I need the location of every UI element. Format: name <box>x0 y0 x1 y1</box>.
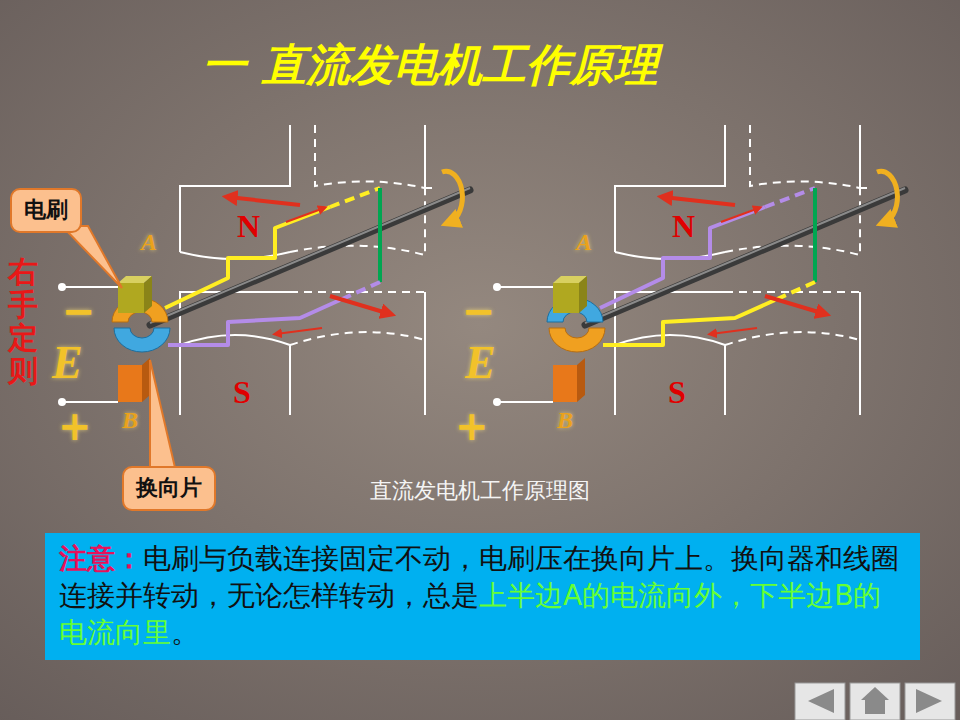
rotation-arrow <box>877 171 897 222</box>
coil-side <box>765 188 815 207</box>
south-pole-outline <box>180 292 290 415</box>
north-pole-hidden <box>725 188 860 255</box>
armature-coil <box>600 188 815 345</box>
pole-label: S <box>668 376 686 408</box>
south-pole-outline <box>424 292 426 415</box>
polarity-sign: − <box>462 291 496 331</box>
commutator-segment <box>549 328 605 352</box>
load-wire <box>62 401 118 403</box>
current-arrow <box>286 208 324 222</box>
brush <box>118 365 142 402</box>
current-arrow <box>721 208 759 222</box>
polarity-sign: − <box>62 291 96 331</box>
next-icon <box>916 689 942 713</box>
callout-box: 换向片 <box>122 466 216 511</box>
shaft <box>150 190 470 325</box>
current-arrow <box>276 328 322 334</box>
brush-label: A <box>576 230 592 254</box>
coil-side <box>165 207 330 308</box>
brush-side <box>577 358 585 402</box>
figure-caption: 直流发电机工作原理图 <box>280 476 680 506</box>
nav-button <box>795 683 845 720</box>
commutator-segment <box>114 328 170 352</box>
terminal <box>58 398 66 406</box>
south-pole-hidden <box>725 332 860 345</box>
coil-side <box>600 207 765 308</box>
force-arrow <box>765 296 825 314</box>
force-arrows <box>663 197 825 334</box>
brush-side <box>579 276 587 313</box>
force-arrows <box>228 197 390 334</box>
terminal <box>493 283 501 291</box>
emf-symbol: E <box>52 340 83 386</box>
load-wire <box>497 401 553 403</box>
polarity-sign: + <box>455 406 489 446</box>
note-heading: 注意： <box>59 542 143 575</box>
pole-label: N <box>672 210 695 242</box>
polarity-sign: + <box>58 406 92 446</box>
home-icon <box>865 700 885 714</box>
armature-coil <box>165 188 380 345</box>
note-box: 注意：电刷与负载连接固定不动，电刷压在换向片上。换向器和线圈连接并转动，无论怎样… <box>45 533 920 660</box>
shaft-highlight <box>585 188 905 323</box>
north-pole-hidden <box>315 125 425 188</box>
coil-side <box>340 282 380 300</box>
brush-label: B <box>122 408 138 432</box>
nav-button <box>905 683 955 720</box>
generator-left <box>58 125 470 415</box>
nav-buttons <box>795 683 955 720</box>
north-pole-hidden <box>290 188 425 255</box>
generator-right <box>493 125 905 415</box>
coil-side <box>168 300 340 345</box>
force-arrow <box>228 197 300 205</box>
magnet-poles <box>615 125 867 415</box>
slide-title: 一 直流发电机工作原理 <box>0 36 860 95</box>
brush-label: B <box>557 408 573 432</box>
brush <box>553 283 579 313</box>
force-arrow <box>663 197 735 205</box>
terminal <box>58 283 66 291</box>
shaft <box>585 190 905 325</box>
load-wire <box>497 286 553 288</box>
brush-side <box>142 358 150 402</box>
terminal <box>493 398 501 406</box>
shaft-highlight <box>150 188 470 323</box>
callout-box: 电刷 <box>10 188 82 233</box>
load-wire <box>62 286 118 288</box>
north-pole-outline <box>425 125 432 188</box>
callout-text: 换向片 <box>136 474 202 503</box>
brush <box>553 365 577 402</box>
north-pole-hidden <box>750 125 860 188</box>
callout-text: 电刷 <box>24 196 68 225</box>
south-pole-hidden <box>290 332 425 345</box>
rotation-arrow <box>442 171 462 222</box>
brush-side <box>144 276 152 313</box>
emf-symbol: E <box>465 340 496 386</box>
coil-end <box>813 188 817 282</box>
pole-label: N <box>237 210 260 242</box>
brush-label: A <box>141 230 157 254</box>
callout-pointer <box>62 226 122 288</box>
south-pole-outline <box>859 292 861 415</box>
force-arrow <box>330 296 390 314</box>
pole-label: S <box>233 376 251 408</box>
magnet-poles <box>180 125 432 415</box>
current-arrow <box>711 328 757 334</box>
callout-pointer <box>150 360 176 472</box>
note-text: 。 <box>171 616 199 649</box>
nav-button <box>850 683 900 720</box>
coil-side <box>603 300 775 345</box>
north-pole-outline <box>860 125 867 188</box>
coil-end <box>378 188 382 282</box>
coil-side <box>775 282 815 300</box>
rule-note: 右手定则 <box>8 255 38 387</box>
coil-side <box>330 188 380 207</box>
south-pole-outline <box>615 292 725 415</box>
home-icon <box>861 687 889 700</box>
prev-icon <box>808 689 834 713</box>
